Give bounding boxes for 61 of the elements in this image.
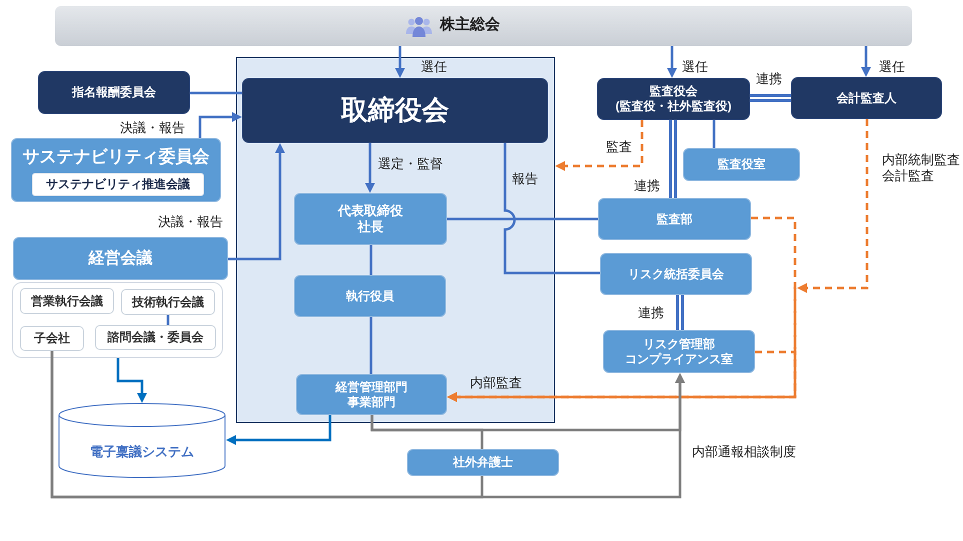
org-box: 営業執行会議 [20,288,114,314]
edge-label: 連携 [638,305,664,321]
edge-label: 選任 [682,59,708,75]
org-box [11,138,221,202]
dashed-arrow [555,120,644,171]
heading: サステナビリティ委員会 [22,146,210,168]
edge-label: 選定・監督 [378,156,443,172]
arrow [116,358,147,403]
arrow [395,46,405,78]
connector-line [504,143,600,274]
edge-label: 選任 [879,59,905,75]
edge-label: 内部統制監査会計監査 [882,152,961,184]
edge-label: 連携 [634,178,660,194]
group-panel [12,282,223,358]
org-box: 取締役会 [242,78,548,143]
edge-label: 報告 [512,171,538,187]
org-box: リスク統括委員会 [600,253,752,295]
heading: 株主総会 [440,16,500,35]
org-box: 経営管理部門 事業部門 [296,374,447,415]
double-line [669,120,677,198]
org-box: 執行役員 [294,275,446,317]
org-box: 社外弁護士 [407,449,559,476]
org-box: 代表取締役 社長 [294,193,447,245]
arrow [228,143,285,260]
arrow [861,46,871,77]
connector-line [50,351,484,498]
edge-label: 決議・報告 [120,120,185,136]
org-box: 指名報酬委員会 [38,71,190,114]
org-box: 経営会議 [13,237,228,280]
edge-label: 監査 [606,139,632,155]
org-box: 技術執行会議 [121,289,215,315]
arrow [226,415,332,445]
edge-label: 内部通報相談制度 [692,444,796,460]
connector-line [166,315,170,325]
group-panel [236,57,555,423]
org-box: 諮問会議・委員会 [95,325,216,350]
org-box: リスク管理部 コンプライアンス室 [603,330,755,373]
double-line [676,295,684,330]
org-box: 監査部 [598,198,751,240]
connector-line [447,218,598,220]
edge-label: 連携 [756,71,782,87]
arrow [198,112,242,138]
arrow [667,46,677,78]
connector-line [370,245,372,275]
connector-line [370,415,484,449]
edge-label: 内部監査 [470,375,522,391]
double-line [750,94,791,102]
org-box: 監査役室 [683,148,800,181]
connector-line [712,120,716,148]
dashed-arrow [447,350,796,402]
banner-bar [55,6,912,46]
org-box: 子会社 [20,326,84,351]
org-box: 会計監査人 [791,77,942,119]
connector-line [370,317,372,374]
arrow [365,143,375,193]
edge-label: 選任 [421,59,447,75]
database-cylinder: 電子稟議システム [58,403,226,478]
org-box: 監査役会 (監査役・社外監査役) [597,78,750,120]
inner-box: サステナビリティ推進会議 [32,173,204,196]
edge-label: 決議・報告 [158,214,223,230]
connector-line [190,92,242,94]
